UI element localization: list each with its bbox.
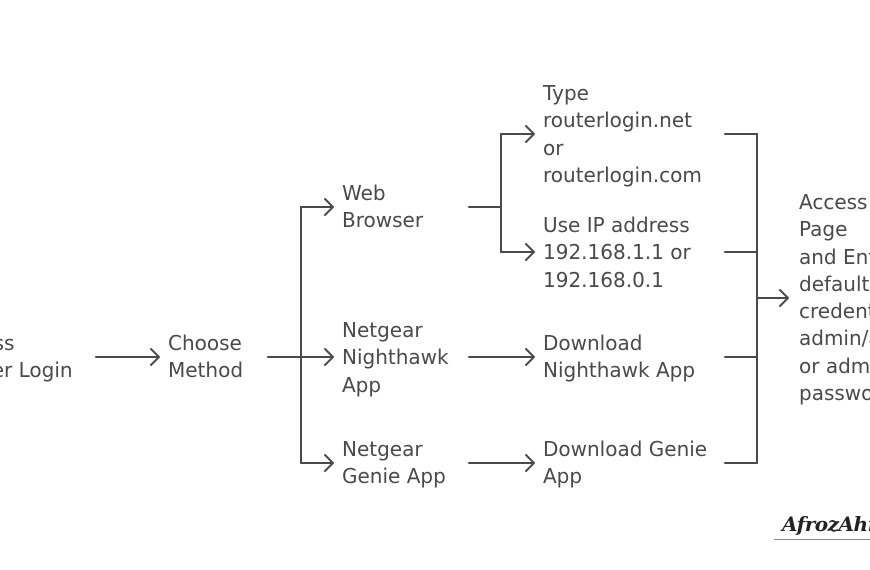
arrowhead-type-routerlogin	[525, 125, 535, 143]
arrowhead-choose	[150, 348, 160, 366]
arrowhead-web-browser	[324, 198, 334, 216]
arrowhead-use-ip	[525, 243, 535, 261]
node-choose-method: Choose Method	[168, 331, 244, 383]
node-type-routerlogin: Type routerlogin.net or routerlogin.com	[543, 81, 702, 187]
node-web-browser: Web Browser	[342, 181, 424, 233]
node-netgear-nighthawk-app: Netgear Nighthawk App	[342, 318, 449, 397]
node-download-nighthawk-app: Download Nighthawk App	[543, 331, 696, 383]
arrowhead-nighthawk-app	[324, 348, 334, 366]
node-access-login-page: Access Login Page and Enter default cred…	[799, 190, 870, 406]
node-access-router-login: Access Router Login	[0, 331, 73, 383]
watermark-underline	[774, 539, 870, 540]
arrowhead-access-login-page	[779, 289, 789, 307]
node-netgear-genie-app: Netgear Genie App	[342, 437, 446, 489]
node-use-ip-address: Use IP address 192.168.1.1 or 192.168.0.…	[543, 213, 691, 292]
arrowhead-genie-app	[324, 454, 334, 472]
watermark-signature: AfrozAhmad	[782, 512, 870, 536]
node-download-genie-app: Download Genie App	[543, 437, 708, 489]
arrowhead-download-genie	[525, 454, 535, 472]
arrowhead-download-nighthawk	[525, 348, 535, 366]
